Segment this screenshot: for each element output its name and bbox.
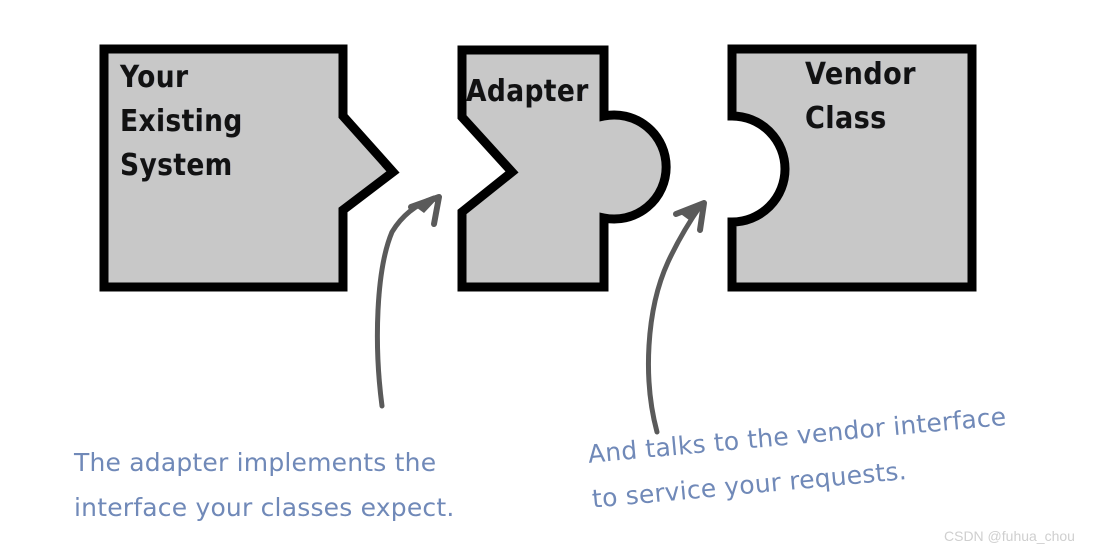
box-label-existing-system: Your Existing System <box>120 60 243 183</box>
watermark-text: CSDN @fuhua_chou <box>944 528 1075 544</box>
box-label-adapter: Adapter <box>466 74 589 109</box>
arrow-to-vendor <box>646 200 707 435</box>
shape-vendor-class <box>727 44 977 292</box>
shape-existing-system <box>99 44 400 292</box>
shape-adapter <box>457 45 671 292</box>
box-label-vendor-class: Vendor Class <box>805 57 916 136</box>
caption-adapter-implements: The adapter implements the interface you… <box>74 448 455 522</box>
arrow-to-adapter <box>374 194 442 409</box>
